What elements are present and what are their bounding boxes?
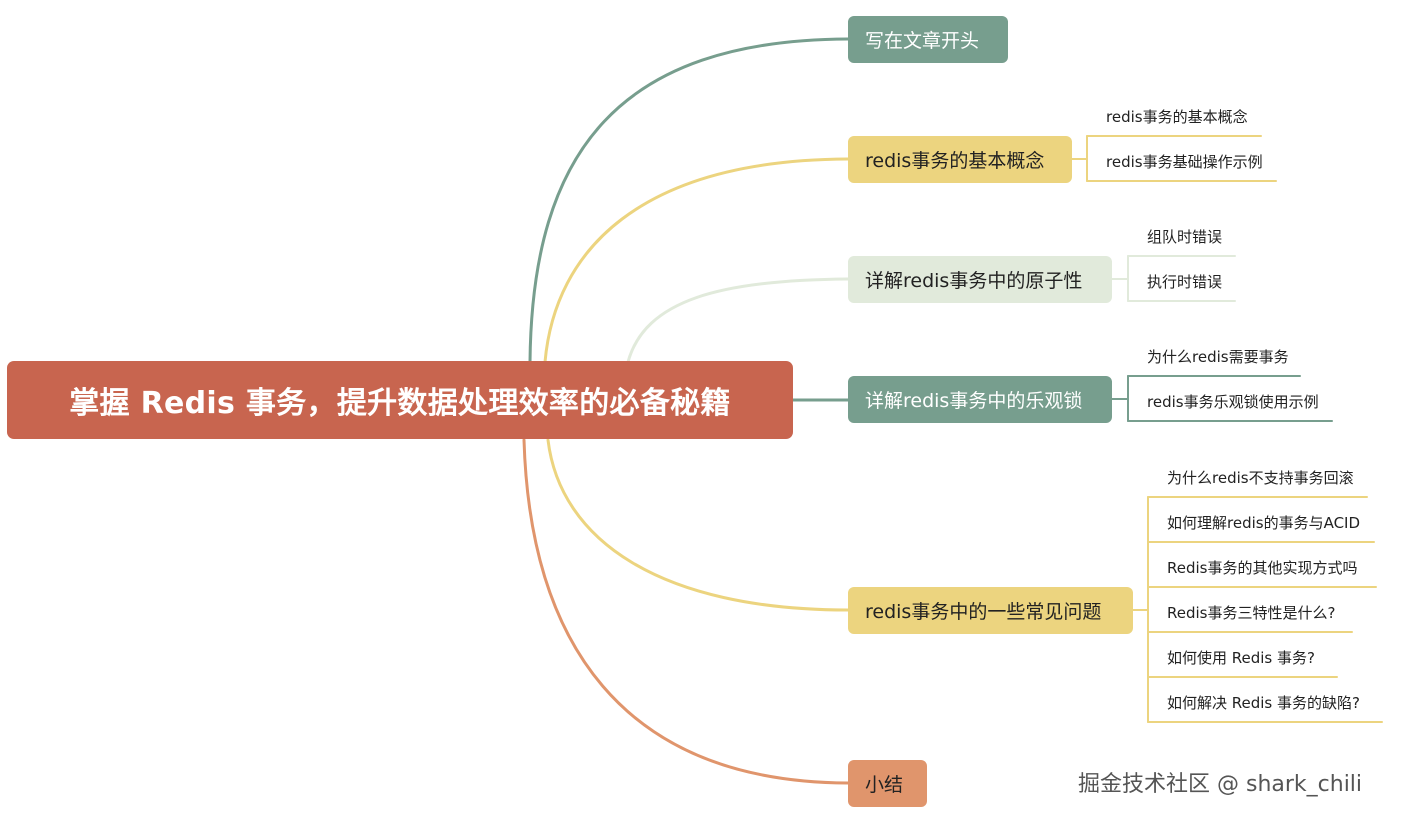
- branch-basic-concepts-leaf[interactable]: redis事务的基本概念: [1106, 108, 1248, 126]
- root-topic[interactable]: 掌握 Redis 事务，提升数据处理效率的必备秘籍: [7, 361, 793, 439]
- branch-atomicity-leaf[interactable]: 执行时错误: [1147, 273, 1223, 291]
- watermark: 掘金技术社区 @ shark_chili: [1078, 772, 1363, 797]
- branch-common-questions-leaf[interactable]: 如何理解redis的事务与ACID: [1167, 514, 1361, 532]
- branch-common-questions[interactable]: redis事务中的一些常见问题: [848, 587, 1133, 634]
- connector-root-branch-atomicity: [626, 277, 850, 364]
- connector-root-branch-summary: [522, 438, 850, 785]
- branch-atomicity-leaf[interactable]: 组队时错误: [1147, 228, 1223, 246]
- connector-root-branch-intro: [528, 37, 850, 364]
- branch-common-questions-leaf[interactable]: Redis事务三特性是什么?: [1167, 604, 1336, 622]
- branch-common-questions-leaf[interactable]: 为什么redis不支持事务回滚: [1167, 469, 1354, 487]
- branch-atomicity[interactable]: 详解redis事务中的原子性: [848, 256, 1112, 303]
- connector-root-branch-basic-concepts: [543, 157, 850, 364]
- branch-common-questions-leaf[interactable]: Redis事务的其他实现方式吗: [1167, 559, 1358, 577]
- branch-basic-concepts[interactable]: redis事务的基本概念: [848, 136, 1072, 183]
- branch-optimistic-lock[interactable]: 详解redis事务中的乐观锁: [848, 376, 1112, 423]
- branch-optimistic-lock-leaf[interactable]: 为什么redis需要事务: [1147, 348, 1289, 366]
- branch-common-questions-leaf[interactable]: 如何使用 Redis 事务?: [1167, 649, 1315, 667]
- branch-common-questions-leaf[interactable]: 如何解决 Redis 事务的缺陷?: [1167, 694, 1360, 712]
- branch-optimistic-lock-leaf[interactable]: redis事务乐观锁使用示例: [1147, 393, 1319, 411]
- branch-basic-concepts-leaf[interactable]: redis事务基础操作示例: [1106, 153, 1263, 171]
- branch-summary[interactable]: 小结: [848, 760, 927, 807]
- connector-root-branch-common-questions: [546, 438, 850, 612]
- branch-intro[interactable]: 写在文章开头: [848, 16, 1008, 63]
